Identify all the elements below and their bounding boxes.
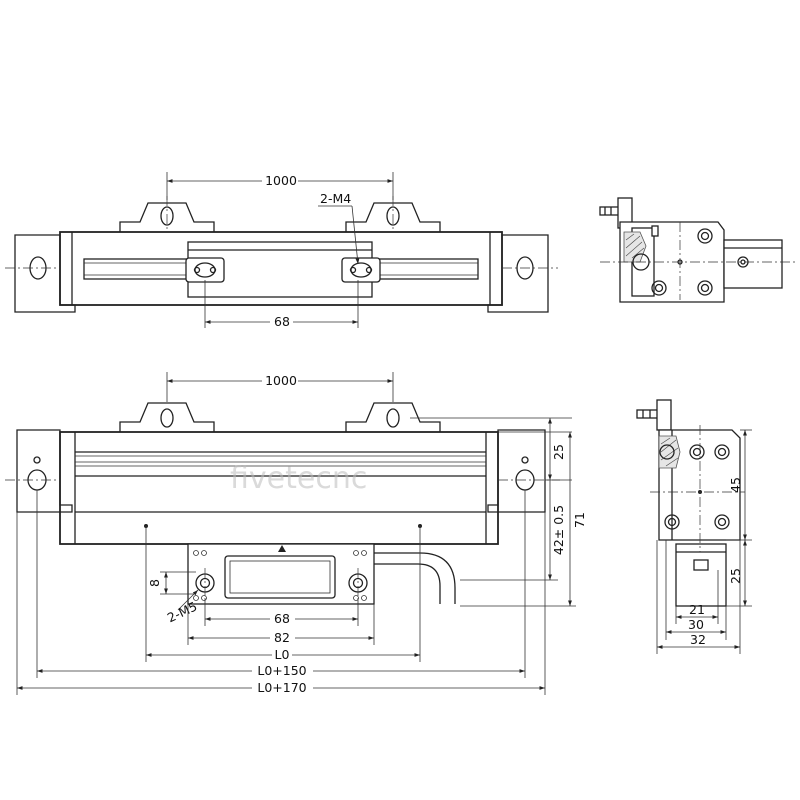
front-right-bracket [487,429,546,513]
front-dim-L0: L0 [275,647,290,662]
end-view-top [599,197,795,303]
watermark-text: fivetecnc [230,461,367,496]
front-thread-label: 2-M5 [165,599,200,626]
top-thread-label: 2-M4 [320,191,351,206]
ear-hole-left [160,206,174,226]
front-dim-L0-170: L0+170 [257,680,306,695]
side-dim-45: 45 [728,477,743,493]
end-view-rail [723,239,783,289]
front-dim-82: 82 [274,630,290,645]
top-dim-68: 68 [274,314,290,329]
top-view: 1000 2-M4 68 [5,172,558,329]
ear-hole-right [386,206,400,226]
clamp-pad-right [341,257,381,283]
side-rail [675,543,727,607]
side-view: 45 25 21 30 32 [636,399,752,654]
front-dim-8: 8 [147,579,162,587]
front-ear-right [345,402,441,432]
front-reading-head [187,543,375,605]
front-dim-71: 71 [572,512,587,528]
output-cable [374,552,456,604]
front-dim-L0-150: L0+150 [257,663,306,678]
side-housing [658,429,741,541]
front-ear-left [119,402,215,432]
clamp-pad-left [185,257,225,283]
side-dim-21: 21 [689,602,705,617]
scale-body [59,231,503,306]
front-dim-25: 25 [551,444,566,460]
front-left-bracket [16,429,73,513]
side-dim-30: 30 [688,617,704,632]
top-dim-1000: 1000 [265,173,297,188]
side-dim-25: 25 [728,568,743,584]
front-dim-1000: 1000 [265,373,297,388]
side-dim-32: 32 [690,632,706,647]
side-gland-nut [656,399,672,431]
front-dim-42: 42± 0.5 [551,505,566,555]
front-head-window [224,555,336,599]
front-view: 1000 25 42± 0.5 71 8 2-M5 68 82 [5,372,587,695]
front-dim-68: 68 [274,611,290,626]
